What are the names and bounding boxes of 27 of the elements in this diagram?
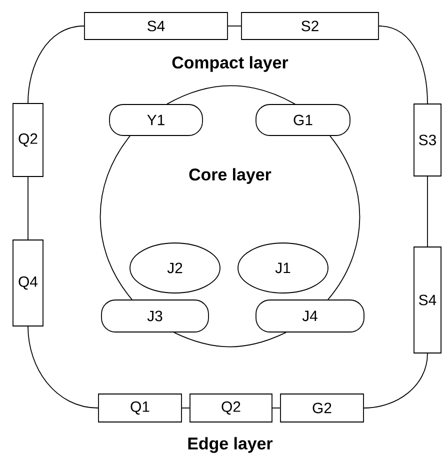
rounded-box: J3 [101,300,209,332]
layer-label: Core layer [189,168,272,184]
component-box: Q1 [98,394,182,422]
component-box: Q2 [12,103,44,177]
component-box: S3 [414,104,442,176]
rounded-box: J4 [256,300,364,332]
connector-line [378,26,428,104]
component-box: Q4 [12,240,44,326]
connector-line [166,85,296,104]
ellipse-node: J1 [238,242,328,294]
connector-line [427,176,428,247]
ellipse-node: J2 [130,242,220,294]
layer-label: Edge layer [188,437,273,453]
component-box: G2 [280,394,364,422]
connector-line [28,326,98,408]
component-box: Q2 [190,394,272,422]
rounded-box: Y1 [109,104,203,136]
rounded-box: G1 [256,104,350,136]
connector-line [100,136,132,300]
connector-line [328,136,360,300]
component-box: S4 [414,246,442,354]
connector-line [174,332,286,348]
layer-label: Compact layer [172,56,288,72]
component-box: S4 [84,12,228,40]
connector-line [364,353,428,408]
component-box: S2 [241,12,379,40]
connector-line [28,26,84,104]
